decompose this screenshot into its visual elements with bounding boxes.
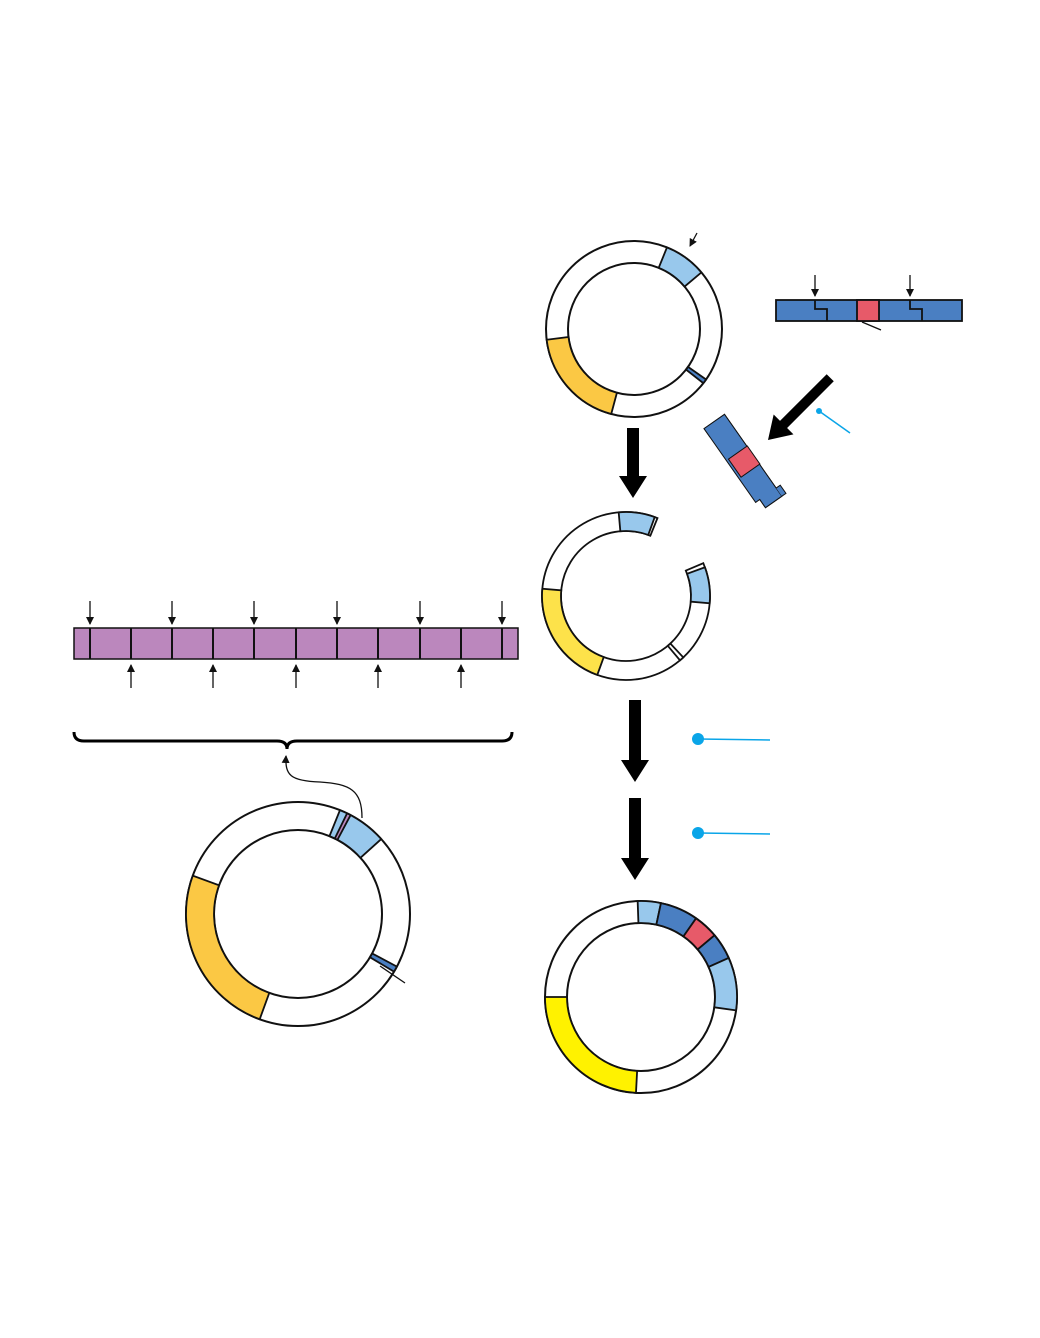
arrow-cut-site-icon <box>689 232 698 247</box>
label-pointer-line <box>697 832 771 835</box>
origin-segment <box>368 952 399 973</box>
insert-dna-strand <box>775 275 963 331</box>
arrow-diagonal-shape <box>768 374 834 440</box>
label-pointer-line <box>697 738 771 741</box>
pointer-line <box>379 965 406 984</box>
cloning-site-segment <box>657 246 703 288</box>
plasmid-cut-open <box>541 511 711 681</box>
staggered-cut <box>814 300 828 321</box>
cloning-site-segment <box>707 956 738 1012</box>
ring-inner <box>567 262 701 396</box>
label-pointer-dot <box>816 408 822 414</box>
cut-end-segment <box>685 566 711 605</box>
arrow-down-icon <box>621 700 649 782</box>
plasmid-vector <box>545 240 723 418</box>
cut-end-segment <box>617 511 656 537</box>
curved-arrow-icon <box>281 755 363 819</box>
label-pointer-dot <box>692 827 704 839</box>
staggered-cut <box>909 300 923 321</box>
excised-fragment <box>703 413 787 509</box>
arrow-diagonal-icon <box>768 374 834 440</box>
pointer-line <box>861 321 882 331</box>
insert-segment <box>333 812 352 842</box>
marker-gene-segment <box>185 874 271 1021</box>
origin-segment <box>684 365 708 385</box>
gene-of-interest <box>856 299 880 322</box>
origin-segment <box>666 642 685 662</box>
label-pointer-dot <box>692 733 704 745</box>
fragment-overhang <box>775 484 787 497</box>
arrow-down-icon <box>621 798 649 880</box>
plasmid-library <box>185 801 411 1027</box>
marker-gene-segment <box>541 587 605 677</box>
label-pointer-line <box>818 410 851 434</box>
fragment-gene <box>727 445 761 478</box>
brace-icon <box>72 731 514 750</box>
arrows-and-pointers <box>72 232 851 984</box>
arrow-down-icon <box>619 428 647 498</box>
plasmid-recombinant <box>544 900 738 1094</box>
purple-dna-strand <box>73 601 519 688</box>
marker-gene-segment <box>545 336 619 416</box>
marker-gene-segment <box>544 996 639 1094</box>
